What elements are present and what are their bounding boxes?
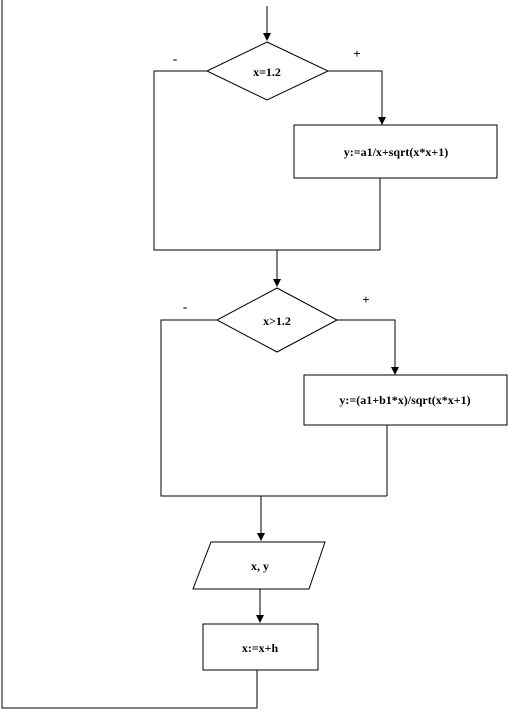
decision2-condition: x>1.2 (263, 314, 291, 328)
loop-back-line (1, 0, 258, 709)
process1-text: y:=a1/x+sqrt(x*x+1) (344, 145, 449, 159)
decision2-yes-label: + (362, 292, 369, 307)
process1-box (293, 124, 498, 179)
increment-box (202, 623, 319, 671)
decision1-no-label: - (173, 51, 177, 66)
decision2-no-line (160, 319, 387, 497)
decision1-yes-label: + (353, 46, 360, 61)
output-text: x, y (251, 559, 269, 573)
decision2-yes-line (337, 319, 399, 375)
process2-text: y:=(a1+b1*x)/sqrt(x*x+1) (339, 393, 470, 407)
decision1-yes-line (328, 70, 386, 125)
increment-text: x:=x+h (242, 641, 279, 655)
output-parallelogram (192, 541, 326, 590)
decision1-diamond (205, 41, 330, 101)
decision1-no-line (153, 70, 380, 251)
decision1-condition: x=1.2 (253, 65, 281, 79)
process2-box (303, 374, 508, 426)
decision2-no-label: - (183, 299, 187, 314)
decision2-diamond (215, 287, 339, 353)
